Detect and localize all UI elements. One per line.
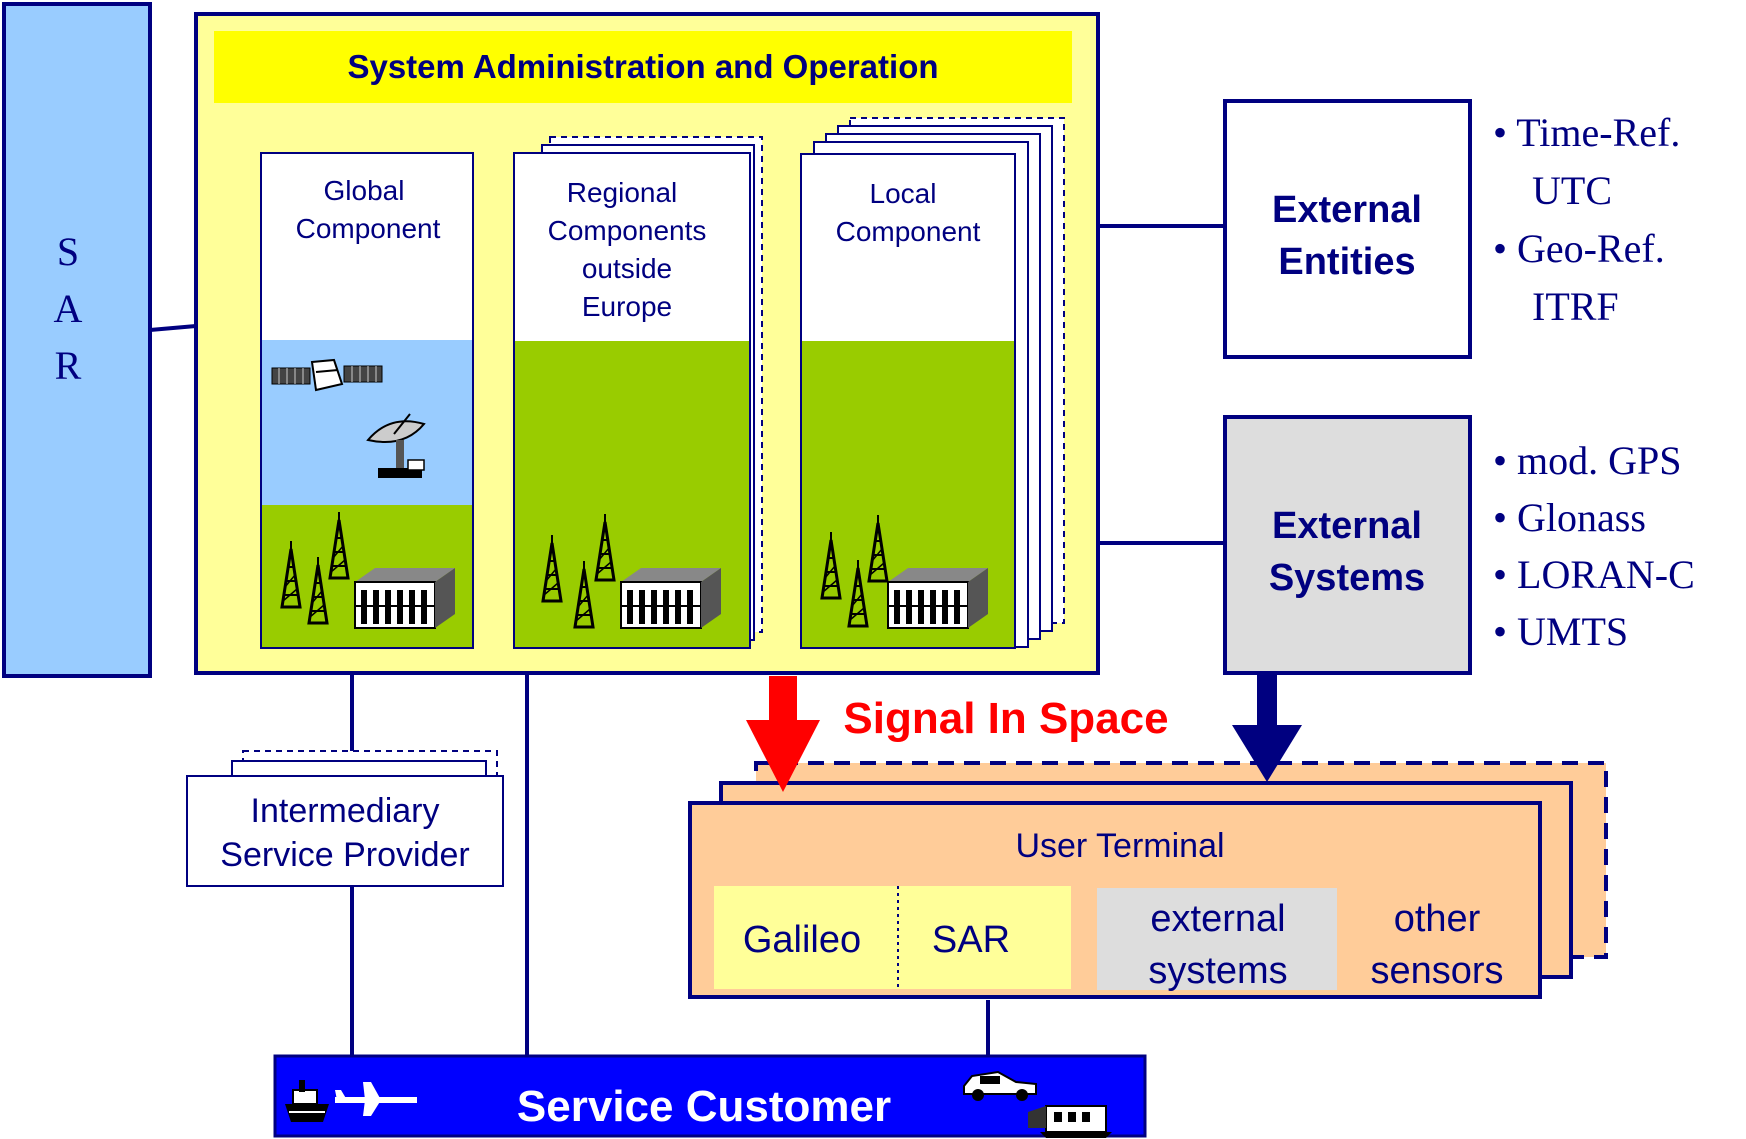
sar-letter-r: R bbox=[55, 343, 82, 388]
ground-antenna-icon bbox=[366, 413, 426, 478]
service-customer-label: Service Customer bbox=[517, 1082, 891, 1131]
space-segment bbox=[262, 340, 472, 505]
signal-in-space-arrow bbox=[746, 676, 820, 792]
bullet-umts: • UMTS bbox=[1493, 609, 1628, 654]
local-label-line1: Local bbox=[870, 178, 937, 209]
intermediary-box bbox=[186, 775, 504, 887]
regional-label-line1: Regional bbox=[567, 177, 678, 208]
galileo-sar-module bbox=[714, 886, 1071, 989]
external-systems-module bbox=[1097, 888, 1337, 990]
sar-letter-a: A bbox=[54, 286, 83, 331]
train-icon bbox=[1028, 1105, 1112, 1138]
regional-label-line3: outside bbox=[582, 253, 672, 284]
bullet-glonass: • Glonass bbox=[1493, 495, 1646, 540]
local-label-line2: Component bbox=[836, 216, 981, 247]
intermediary-line2: Service Provider bbox=[220, 836, 469, 874]
other-sensors-line1: other bbox=[1394, 898, 1481, 940]
global-label-line1: Global bbox=[324, 175, 405, 206]
local-components-panel: Local Component bbox=[800, 117, 1065, 649]
external-entities-bullets: • Time-Ref. UTC • Geo-Ref. ITRF bbox=[1493, 110, 1680, 329]
global-component-panel: Global Component bbox=[260, 152, 474, 649]
external-entities-box: External Entities bbox=[1223, 99, 1472, 359]
building-icon bbox=[620, 567, 722, 629]
signal-in-space-label: Signal In Space bbox=[843, 694, 1168, 743]
sar-terminal-label: SAR bbox=[932, 919, 1010, 961]
external-systems-module-line1: external bbox=[1150, 898, 1285, 940]
system-title-band bbox=[214, 31, 1072, 103]
ship-icon bbox=[285, 1080, 329, 1122]
bullet-utc: UTC bbox=[1532, 168, 1612, 213]
external-systems-box: External Systems bbox=[1223, 415, 1472, 675]
external-systems-module-line2: systems bbox=[1148, 950, 1287, 992]
bullet-mod-gps: • mod. GPS bbox=[1493, 438, 1682, 483]
sar-link bbox=[149, 324, 197, 332]
external-systems-line1: External bbox=[1272, 505, 1422, 547]
building-icon bbox=[887, 567, 989, 629]
satellite-icon bbox=[271, 358, 383, 392]
bullet-time-ref: • Time-Ref. bbox=[1493, 110, 1680, 155]
bullet-itrf: ITRF bbox=[1532, 284, 1619, 329]
external-systems-signal-arrow bbox=[1232, 673, 1302, 782]
service-customer-bar: Service Customer bbox=[273, 1054, 1147, 1138]
system-title: System Administration and Operation bbox=[347, 48, 938, 85]
galileo-label: Galileo bbox=[743, 919, 861, 961]
intermediary-line1: Intermediary bbox=[251, 792, 440, 830]
regional-components-panel: Regional Components outside Europe bbox=[513, 136, 763, 649]
regional-label-line4: Europe bbox=[582, 291, 672, 322]
sar-letter-s: S bbox=[57, 229, 79, 274]
regional-label-line2: Components bbox=[548, 215, 707, 246]
global-label-line2: Component bbox=[296, 213, 441, 244]
user-terminal-stack: User Terminal Galileo SAR external syste… bbox=[688, 761, 1608, 999]
car-icon bbox=[963, 1070, 1037, 1101]
intermediary-service-provider: Intermediary Service Provider bbox=[186, 750, 504, 887]
user-terminal-title: User Terminal bbox=[1015, 827, 1224, 865]
bullet-loran-c: • LORAN-C bbox=[1493, 552, 1695, 597]
sar-column: S A R bbox=[2, 2, 152, 678]
other-sensors-line2: sensors bbox=[1370, 950, 1503, 992]
external-entities-line1: External bbox=[1272, 189, 1422, 231]
external-entities-line2: Entities bbox=[1278, 241, 1415, 283]
airplane-icon bbox=[335, 1082, 417, 1116]
external-systems-line2: Systems bbox=[1269, 557, 1425, 599]
external-systems-bullets: • mod. GPS • Glonass • LORAN-C • UMTS bbox=[1493, 438, 1695, 654]
building-icon bbox=[354, 567, 456, 629]
system-administration-box: System Administration and Operation Glob… bbox=[194, 12, 1100, 675]
bullet-geo-ref: • Geo-Ref. bbox=[1493, 226, 1665, 271]
